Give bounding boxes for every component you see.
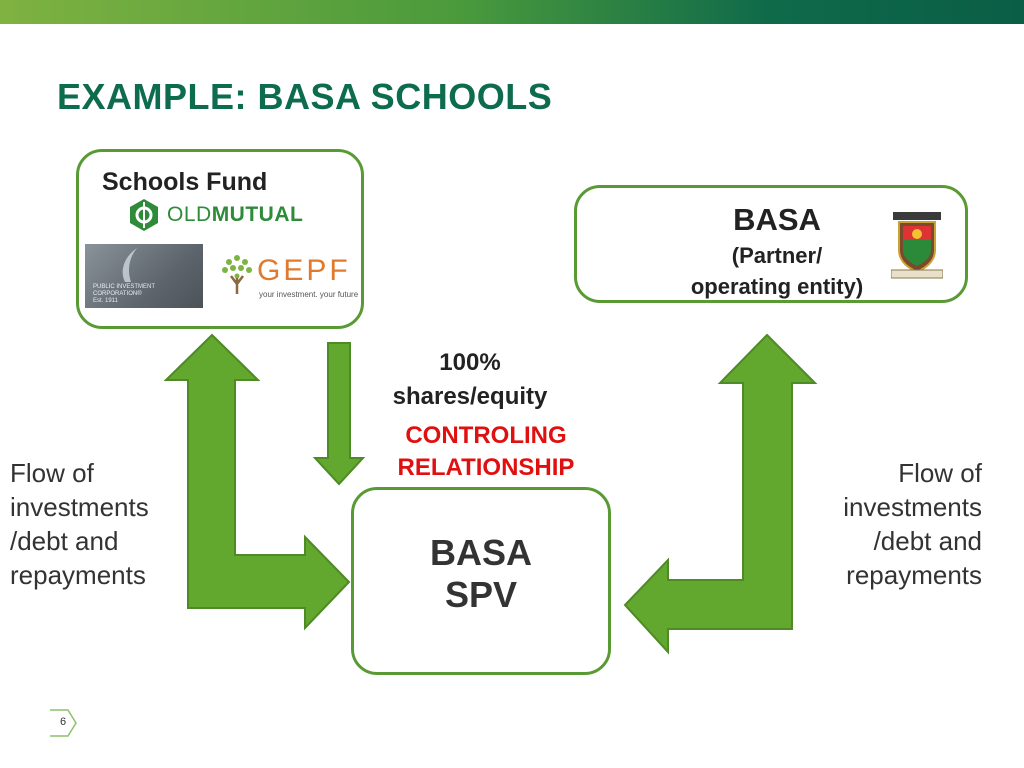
- old-mutual-emblem-icon: [130, 199, 158, 231]
- slide-number: 6: [59, 716, 67, 728]
- pic-line3: Est. 1911: [93, 298, 118, 304]
- gepf-tree-icon: [222, 255, 252, 294]
- slide-number-badge: 6: [46, 708, 80, 743]
- gepf-tagline: your investment. your future: [259, 290, 359, 299]
- left-flow-arrow: [163, 333, 351, 631]
- header-bar: [0, 0, 1024, 24]
- basa-subtitle-line1: (Partner/: [731, 243, 823, 268]
- left-flow-line: /debt and: [10, 526, 119, 556]
- basa-subtitle: (Partner/ operating entity): [637, 240, 917, 302]
- spv-line1: BASA: [429, 532, 532, 573]
- shares-line2: shares/equity: [392, 383, 548, 410]
- right-flow-arrow: [623, 333, 818, 655]
- spv-line2: SPV: [444, 574, 518, 615]
- shares-line1: 100%: [439, 349, 501, 376]
- gepf-logo: GEPF your investment. your future: [219, 252, 358, 303]
- basa-crest-icon: [891, 212, 943, 279]
- basa-spv-box: BASA SPV: [351, 487, 611, 675]
- old-mutual-text-bold: MUTUAL: [211, 203, 304, 226]
- shares-equity-label: 100% shares/equity: [374, 346, 566, 414]
- old-mutual-logo: OLDMUTUAL: [127, 198, 303, 232]
- gepf-text: GEPF: [257, 254, 351, 287]
- control-line2: RELATIONSHIP: [397, 454, 575, 481]
- pic-emblem-icon: [122, 248, 137, 282]
- basa-subtitle-line2: operating entity): [690, 274, 864, 299]
- control-line1: CONTROLING: [405, 422, 567, 449]
- old-mutual-text-light: OLD: [167, 203, 212, 226]
- schools-fund-box: Schools Fund OLDMUTUAL PUBLIC INVESTMENT…: [76, 149, 364, 329]
- down-equity-arrow: [312, 342, 366, 486]
- left-flow-label: Flow of investments /debt and repayments: [10, 456, 185, 592]
- right-flow-line: /debt and: [873, 526, 982, 556]
- basa-title: BASA: [733, 202, 821, 237]
- right-flow-line: investments: [843, 492, 982, 522]
- slide-title: EXAMPLE: BASA SCHOOLS: [57, 76, 553, 117]
- left-flow-line: Flow of: [10, 458, 94, 488]
- left-flow-line: investments: [10, 492, 149, 522]
- left-flow-line: repayments: [10, 560, 146, 590]
- controlling-relationship-label: CONTROLING RELATIONSHIP: [380, 420, 592, 484]
- pic-logo: PUBLIC INVESTMENT CORPORATION® Est. 1911: [85, 244, 203, 308]
- basa-partner-box: BASA (Partner/ operating entity): [574, 185, 968, 303]
- right-flow-line: repayments: [846, 560, 982, 590]
- schools-fund-label: Schools Fund: [102, 168, 268, 196]
- right-flow-line: Flow of: [898, 458, 982, 488]
- pic-line1: PUBLIC INVESTMENT: [93, 284, 156, 290]
- slide-number-chevron-icon: [50, 709, 77, 737]
- pic-line2: CORPORATION®: [93, 291, 142, 297]
- right-flow-label: Flow of investments /debt and repayments: [806, 456, 982, 592]
